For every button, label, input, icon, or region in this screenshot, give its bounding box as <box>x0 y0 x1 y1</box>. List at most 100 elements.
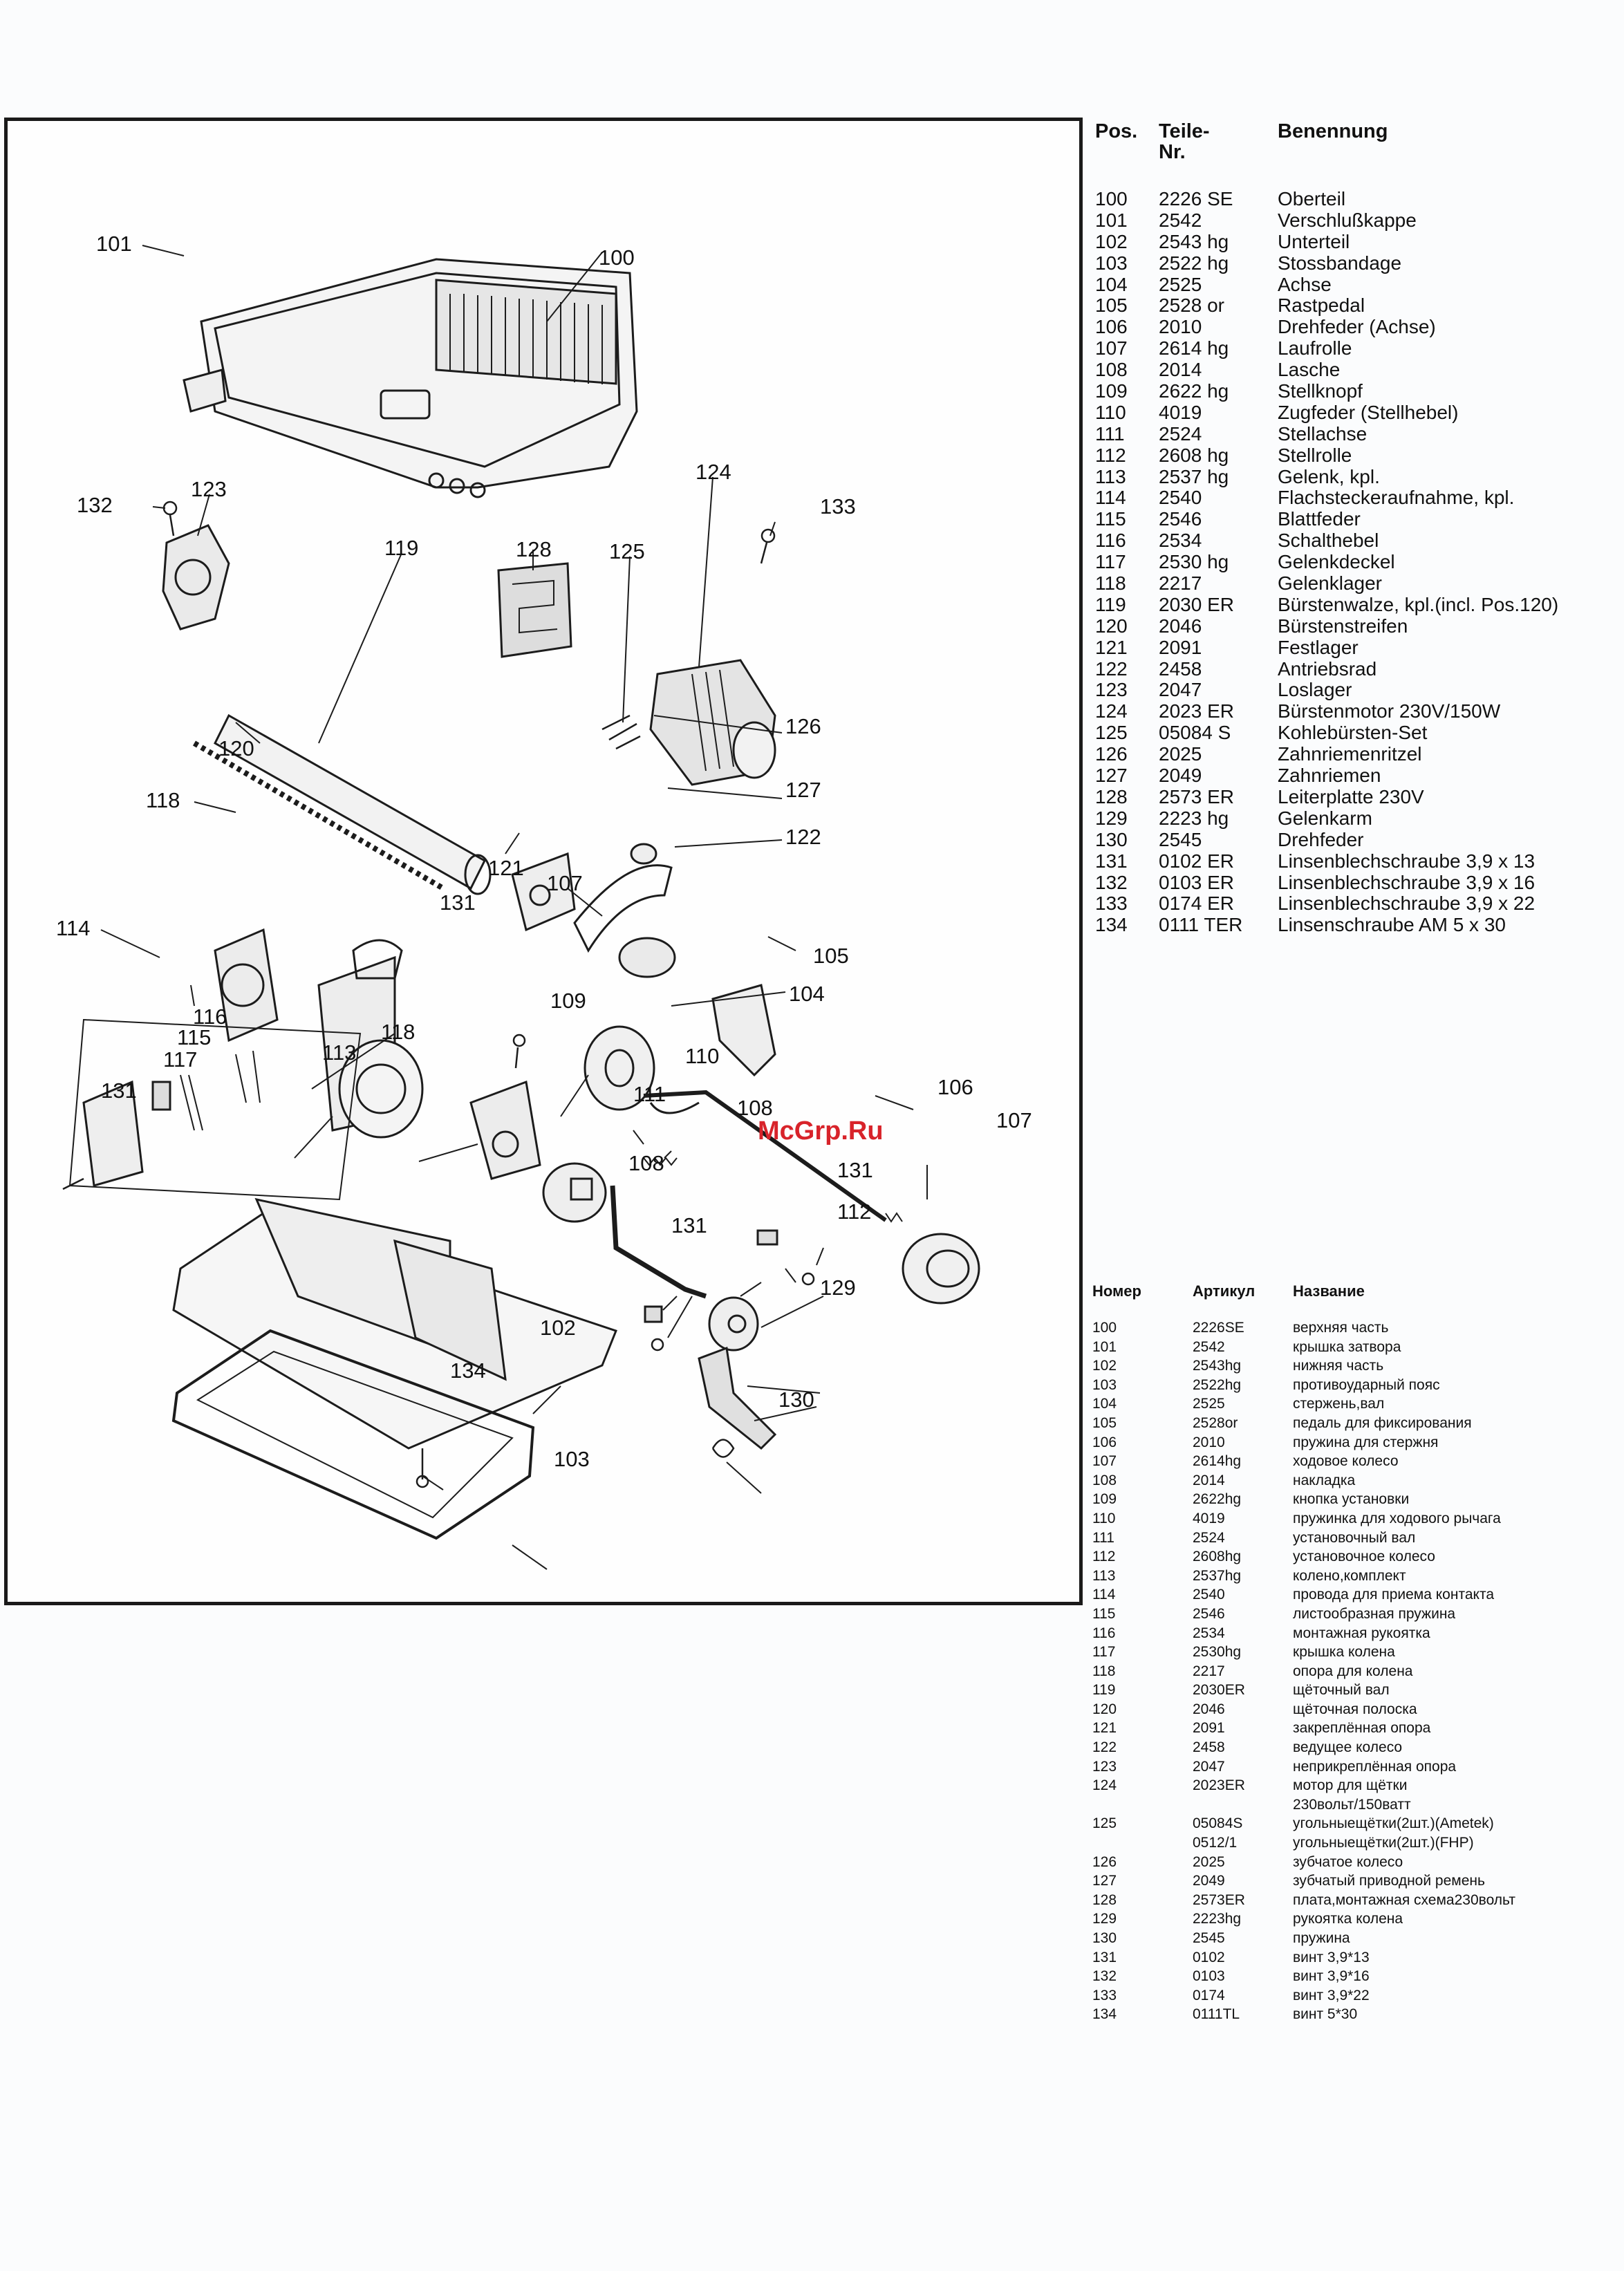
callout-133: 133 <box>820 494 856 518</box>
callout-127: 127 <box>785 778 821 802</box>
ru-cell-name: щёточный вал <box>1293 1682 1390 1699</box>
ru-cell-art: 2226SE <box>1193 1320 1244 1336</box>
de-cell-pos: 122 <box>1095 657 1128 680</box>
ru-cell-pos: 133 <box>1092 1987 1117 2003</box>
de-cell-pos: 100 <box>1095 188 1128 209</box>
ru-cell-art: 0512/1 <box>1193 1835 1238 1851</box>
de-cell-nr: 2530 hg <box>1159 551 1229 573</box>
parts-drawing <box>62 245 980 1570</box>
de-cell-pos: 120 <box>1095 615 1128 637</box>
ru-cell-pos: 103 <box>1092 1376 1117 1393</box>
ru-cell-pos: 129 <box>1092 1911 1117 1927</box>
de-cell-name: Zahnriemen <box>1278 765 1381 787</box>
ru-cell-name: пружина <box>1293 1930 1350 1946</box>
part-switch-group <box>68 1018 362 1201</box>
callout-119: 119 <box>384 536 419 560</box>
ru-cell-name: угольныещётки(2шт.)(FHP) <box>1293 1835 1474 1851</box>
de-cell-pos: 101 <box>1095 209 1128 231</box>
table-row: 0512/1 угольныещётки(2шт.)(FHP) <box>1092 1833 1618 1853</box>
ru-cell-pos: 114 <box>1092 1587 1116 1603</box>
callout-100: 100 <box>599 245 635 270</box>
part-drive-wheel <box>618 937 676 978</box>
de-cell-nr: 2524 <box>1159 422 1202 445</box>
de-cell-pos: 104 <box>1095 273 1128 295</box>
ru-cell-art: 2023ER <box>1193 1777 1245 1794</box>
de-cell-name: Festlager <box>1278 636 1359 658</box>
de-cell-name: Loslager <box>1278 679 1352 701</box>
ru-cell-art: 2091 <box>1193 1720 1225 1737</box>
de-cell-name: Rastpedal <box>1278 295 1365 317</box>
de-cell-name: Linsenblechschraube 3,9 x 13 <box>1278 850 1536 872</box>
ru-cell-art: 2614hg <box>1193 1453 1242 1470</box>
callout-132: 132 <box>77 493 113 517</box>
ru-header-pos: Номер <box>1092 1282 1141 1300</box>
part-circuit-board <box>497 562 572 658</box>
de-cell-nr: 2046 <box>1159 615 1202 637</box>
de-cell-name: Bürstenmotor 230V/150W <box>1278 700 1501 722</box>
screw-131b <box>62 1177 84 1190</box>
ru-cell-art: 2047 <box>1193 1758 1225 1775</box>
de-cell-name: Flachsteckeraufnahme, kpl. <box>1278 487 1515 509</box>
callout-108-a: 108 <box>737 1096 773 1120</box>
de-cell-nr: 2540 <box>1159 487 1202 509</box>
de-cell-nr: 2226 SE <box>1159 188 1233 209</box>
ru-cell-name: установочное колесо <box>1293 1549 1435 1565</box>
ru-cell-art: 2545 <box>1193 1930 1225 1946</box>
de-cell-nr: 2543 hg <box>1159 230 1229 252</box>
ru-cell-art: 2010 <box>1193 1434 1225 1450</box>
ru-cell-pos: 111 <box>1092 1529 1114 1546</box>
de-cell-pos: 129 <box>1095 807 1128 829</box>
ru-cell-art: 2534 <box>1193 1625 1225 1641</box>
part-bumper <box>171 1329 535 1540</box>
part-wheel-107 <box>584 1025 655 1111</box>
de-cell-name: Drehfeder <box>1278 828 1364 850</box>
de-header-name: Benennung <box>1278 120 1388 142</box>
ru-cell-name: листообразная пружина <box>1293 1605 1456 1622</box>
de-cell-name: Gelenkdeckel <box>1278 551 1395 573</box>
de-cell-name: Lasche <box>1278 359 1341 381</box>
de-cell-name: Gelenklager <box>1278 572 1382 595</box>
de-cell-nr: 2608 hg <box>1159 444 1229 466</box>
ru-cell-name: опора для колена <box>1293 1663 1413 1679</box>
ru-cell-name: противоударный пояс <box>1293 1376 1440 1393</box>
callout-117: 117 <box>163 1047 198 1072</box>
ru-cell-pos: 104 <box>1092 1396 1117 1412</box>
part-carbon-brushes <box>601 714 641 750</box>
de-cell-name: Stellachse <box>1278 422 1368 445</box>
part-wheel-107b <box>902 1233 980 1305</box>
part-tension-spring <box>643 1157 678 1166</box>
ru-cell-name: щёточная полоска <box>1293 1701 1417 1717</box>
ru-cell-pos: 128 <box>1092 1891 1117 1908</box>
callout-107-right: 107 <box>996 1108 1032 1132</box>
de-cell-pos: 109 <box>1095 380 1128 402</box>
de-cell-nr: 2023 ER <box>1159 700 1234 722</box>
de-cell-pos: 115 <box>1095 508 1126 530</box>
table-row: 118 2217 опора для колена <box>1092 1662 1618 1681</box>
de-cell-name: Kohlebürsten-Set <box>1278 722 1428 744</box>
callout-131-c: 131 <box>837 1158 873 1182</box>
ru-cell-pos: 118 <box>1092 1663 1116 1679</box>
callout-112: 112 <box>837 1199 872 1224</box>
ru-cell-art: 2217 <box>1193 1663 1225 1679</box>
ru-cell-name: пружина для стержня <box>1293 1434 1439 1450</box>
ru-cell-pos: 134 <box>1092 2006 1117 2023</box>
callout-130: 130 <box>778 1387 814 1412</box>
ru-cell-art: 0111TL <box>1193 2006 1240 2023</box>
de-cell-name: Zahnriemenritzel <box>1278 743 1422 765</box>
